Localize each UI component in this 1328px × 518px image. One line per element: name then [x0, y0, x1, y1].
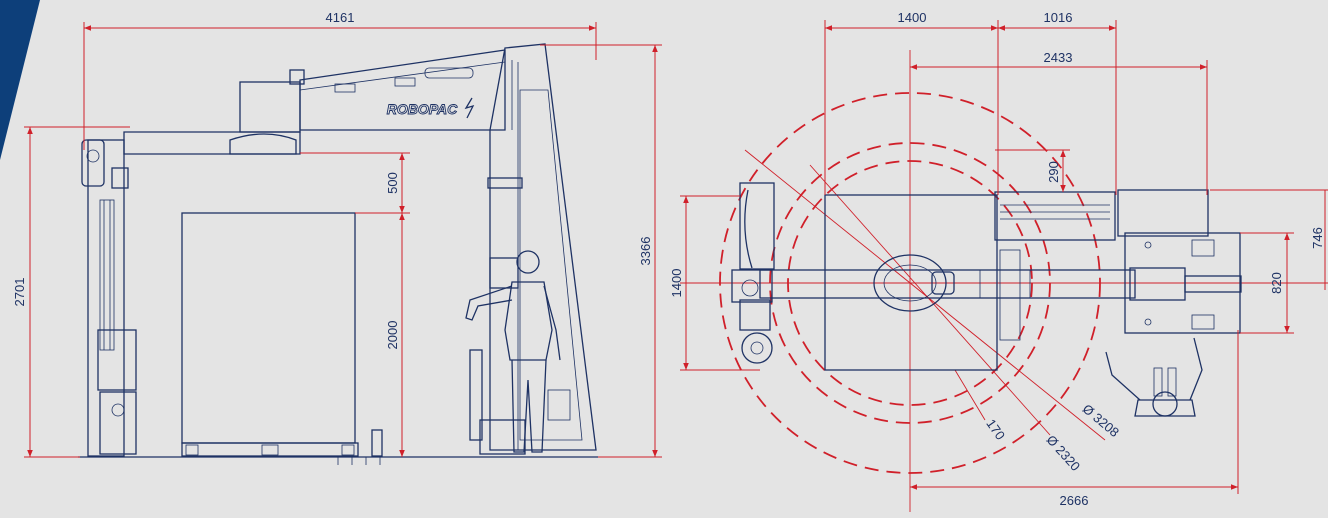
dim-arm-offset: 1016	[1044, 10, 1073, 25]
leader-line	[809, 164, 1051, 436]
logo-bolt-icon	[464, 97, 475, 119]
rotation-circle-outer	[719, 92, 1101, 474]
robopac-logo: ROBOPAC	[387, 101, 458, 117]
machine-mast	[469, 43, 597, 455]
rotation-circle-inner	[787, 160, 1033, 406]
leader-line	[954, 369, 986, 421]
machine-column	[81, 139, 137, 457]
corner-accent	[0, 0, 40, 160]
dim-platform-length: 1400	[898, 10, 927, 25]
dim-carriage-width: 820	[1269, 272, 1284, 294]
dim-overall-height: 3366	[638, 237, 653, 266]
horizontal-arm	[123, 49, 506, 155]
dim-side-width: 746	[1310, 227, 1325, 249]
dim-clearance: 500	[385, 172, 400, 194]
dim-load-height: 2000	[385, 321, 400, 350]
dim-platform-width: 1400	[669, 269, 684, 298]
side-view: ROBOPAC	[12, 10, 662, 465]
ground-fixtures	[337, 429, 383, 465]
dim-overall-width: 4161	[326, 10, 355, 25]
dim-top-offset: 290	[1046, 161, 1061, 183]
dim-inner-diameter: Ø 2320	[1043, 432, 1083, 474]
dim-outer-diameter: Ø 3208	[1080, 401, 1122, 440]
dim-arm-length: 2433	[1044, 50, 1073, 65]
wrapping-carriage	[731, 182, 775, 364]
top-arm	[759, 254, 1136, 312]
dim-depth: 2666	[1060, 493, 1089, 508]
pallet-outline	[824, 194, 998, 371]
dim-ring-gap: 170	[983, 416, 1008, 442]
dim-arm-height: 2701	[12, 278, 27, 307]
operator-figure	[465, 250, 561, 453]
top-view: 1400 1016 2433 290 1400 820 746 2666 170…	[669, 10, 1328, 512]
operator-top	[1105, 337, 1203, 417]
load-box	[181, 212, 359, 457]
rotation-circle-middle	[769, 142, 1051, 424]
mast-base	[994, 189, 1242, 341]
